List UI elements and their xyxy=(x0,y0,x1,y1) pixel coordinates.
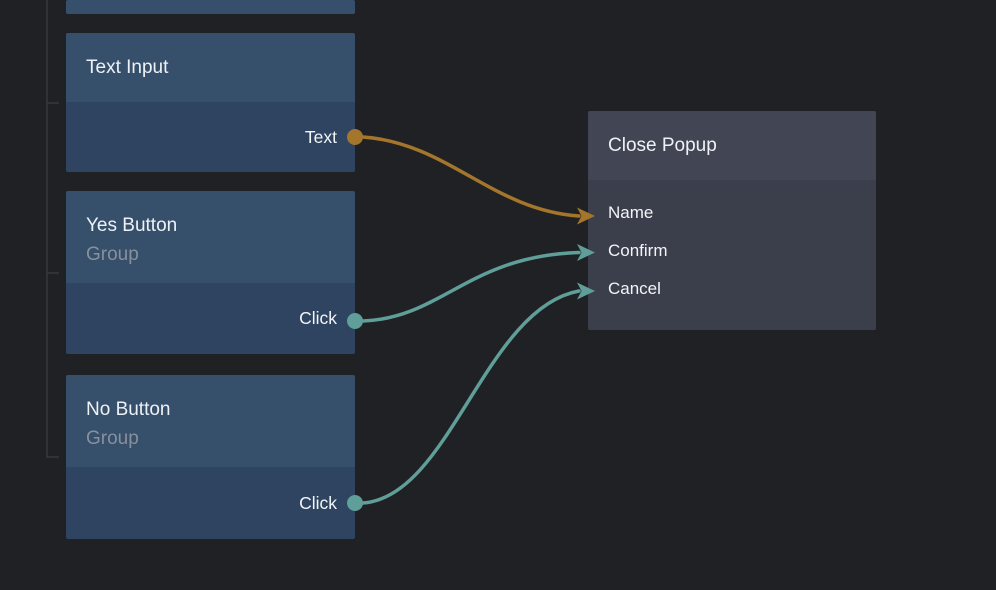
node-subtitle: Group xyxy=(86,427,139,449)
node-no-button[interactable]: No Button Group Click xyxy=(66,375,355,539)
node-body: Click xyxy=(66,467,355,539)
node-body: Text xyxy=(66,102,355,172)
output-port-click[interactable]: Click xyxy=(299,308,337,328)
input-port-confirm[interactable]: Confirm xyxy=(608,241,668,260)
wire-noclick-to-cancel[interactable] xyxy=(361,289,581,505)
input-port-name[interactable]: Name xyxy=(608,203,654,222)
node-header: No Button Group xyxy=(66,375,355,467)
output-port-click[interactable]: Click xyxy=(299,492,337,513)
node-title: Close Popup xyxy=(608,134,717,156)
input-port-cancel[interactable]: Cancel xyxy=(608,279,661,298)
node-title: No Button xyxy=(86,398,171,420)
output-port-text[interactable]: Text xyxy=(304,126,337,147)
wire-yesclick-to-confirm[interactable] xyxy=(361,250,581,323)
output-port-dot-no-click[interactable] xyxy=(347,495,363,511)
node-title: Yes Button xyxy=(86,214,178,236)
node-header: Text Input xyxy=(66,33,355,102)
node-body: Name Confirm Cancel xyxy=(588,180,876,330)
output-port-dot-text[interactable] xyxy=(347,129,363,145)
node-yes-button[interactable]: Yes Button Group Click xyxy=(66,191,355,354)
node-text-input[interactable]: Text Input Text xyxy=(66,33,355,172)
node-subtitle: Group xyxy=(86,243,139,265)
wire-text-to-name[interactable] xyxy=(361,135,581,218)
partial-node-top[interactable] xyxy=(66,0,355,14)
node-title: Text Input xyxy=(86,56,169,78)
output-port-dot-yes-click[interactable] xyxy=(347,313,363,329)
node-body: Click xyxy=(66,283,355,354)
node-close-popup[interactable]: Close Popup Name Confirm Cancel xyxy=(588,111,876,330)
node-header: Yes Button Group xyxy=(66,191,355,283)
hierarchy-bracket-line xyxy=(46,0,59,458)
node-header: Close Popup xyxy=(588,111,876,180)
